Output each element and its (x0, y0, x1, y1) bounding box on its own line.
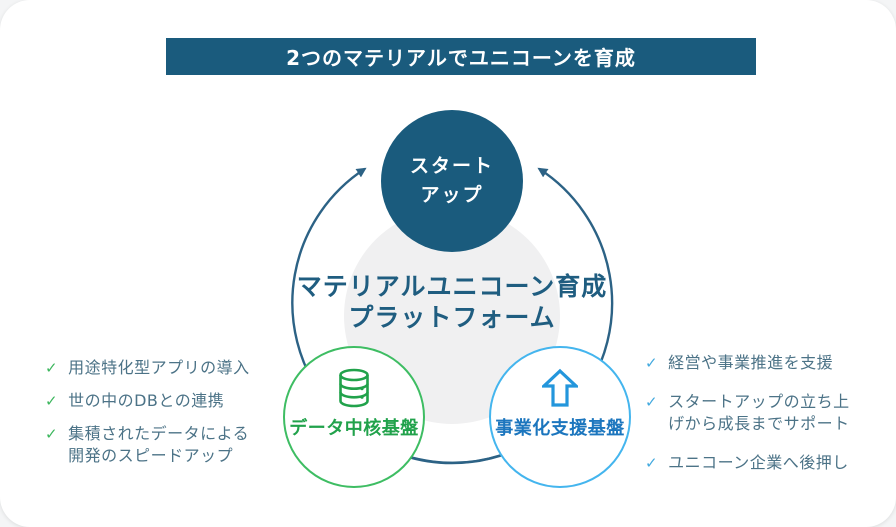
list-item-text: 世の中のDBとの連携 (68, 391, 225, 410)
database-icon (339, 368, 369, 408)
check-icon: ✓ (645, 454, 659, 472)
platform-title: マテリアルユニコーン育成 プラットフォーム (272, 271, 632, 333)
data-core-node: データ中核基盤 (283, 346, 425, 488)
right-benefits-list: ✓ 経営や事業推進を支援 ✓ スタートアップの立ち上 げから成長までサポート ✓… (645, 352, 895, 491)
list-item: ✓ 用途特化型アプリの導入 (45, 357, 295, 379)
header-banner: 2つのマテリアルでユニコーンを育成 (166, 38, 756, 75)
business-support-label: 事業化支援基盤 (495, 418, 625, 439)
startup-node: スタート アップ (381, 110, 523, 252)
list-item-text: スタートアップの立ち上 げから成長までサポート (668, 392, 850, 433)
list-item-text: 用途特化型アプリの導入 (68, 358, 250, 377)
list-item: ✓ 集積されたデータによる 開発のスピードアップ (45, 423, 295, 467)
list-item-text: 経営や事業推進を支援 (668, 353, 834, 372)
startup-label-line2: アップ (420, 184, 484, 206)
banner-title: 2つのマテリアルでユニコーンを育成 (286, 46, 636, 70)
check-icon: ✓ (45, 392, 59, 410)
up-arrow-icon (542, 368, 578, 407)
data-core-label: データ中核基盤 (289, 418, 419, 439)
left-benefits-list: ✓ 用途特化型アプリの導入 ✓ 世の中のDBとの連携 ✓ 集積されたデータによる… (45, 357, 295, 478)
list-item-text: 集積されたデータによる 開発のスピードアップ (68, 424, 250, 465)
check-icon: ✓ (645, 393, 659, 411)
check-icon: ✓ (645, 354, 659, 372)
platform-title-line2: プラットフォーム (348, 303, 556, 332)
platform-title-line1: マテリアルユニコーン育成 (296, 272, 608, 301)
list-item: ✓ スタートアップの立ち上 げから成長までサポート (645, 391, 895, 435)
list-item: ✓ 経営や事業推進を支援 (645, 352, 895, 374)
check-icon: ✓ (45, 425, 59, 443)
list-item-text: ユニコーン企業へ後押し (668, 453, 849, 472)
business-support-node: 事業化支援基盤 (489, 346, 631, 488)
list-item: ✓ ユニコーン企業へ後押し (645, 452, 895, 474)
list-item: ✓ 世の中のDBとの連携 (45, 390, 295, 412)
startup-label-line1: スタート (409, 155, 494, 177)
check-icon: ✓ (45, 359, 59, 377)
